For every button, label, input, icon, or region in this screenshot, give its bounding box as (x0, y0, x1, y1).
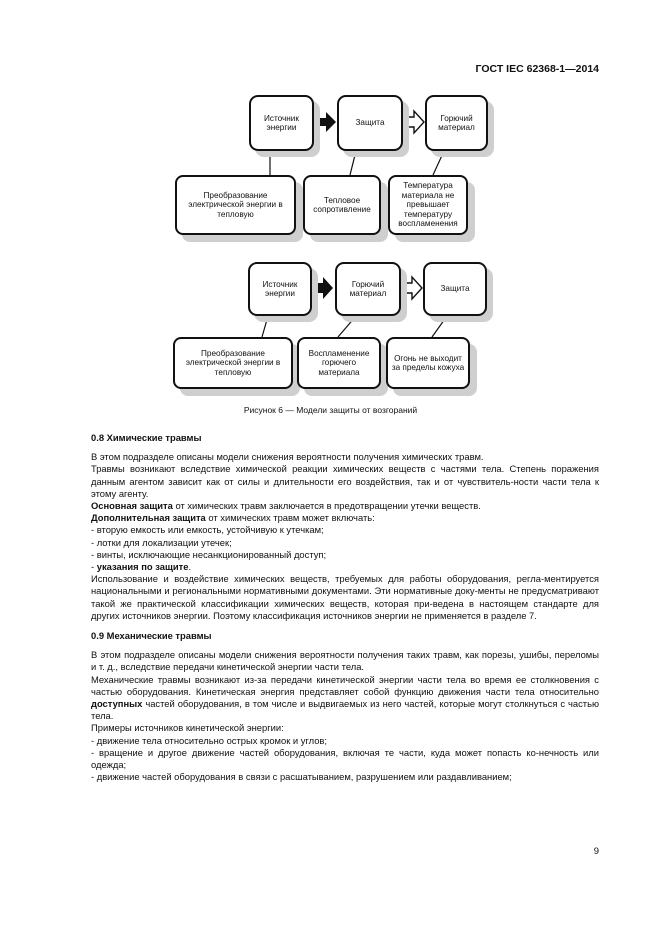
callout-conversion-bottom: Преобразование электрической энергии в т… (173, 337, 293, 389)
box-energy-source-top: Источник энергии (249, 95, 314, 151)
list-item: - лотки для локализации утечек; (91, 536, 232, 548)
paragraph: Примеры источников кинетической энергии: (91, 722, 284, 734)
page-body: 0.8 Химические травмы В этом подразделе … (91, 432, 599, 783)
callout-pointer-top-2 (349, 150, 357, 176)
list-item: - вторую емкость или емкость, устойчивую… (91, 524, 324, 536)
paragraph: Дополнительная защита от химических трав… (91, 512, 599, 524)
paragraph-text: Механические травмы возникают из-за пере… (91, 673, 599, 697)
section-title-chemical: 0.8 Химические травмы (91, 432, 202, 443)
diagram-connectors (261, 109, 448, 338)
figure-caption: Рисунок 6 — Модели защиты от возгораний (243, 405, 418, 415)
document-code: ГОСТ IEC 62368-1—2014 (475, 63, 599, 75)
bold-term: Основная защита (91, 500, 173, 512)
callout-fire-contained: Огонь не выходит за пределы кожуха (386, 337, 470, 389)
list-item: - указания по защите. (91, 561, 599, 573)
list-item: - винты, исключающие несанкционированный… (91, 548, 327, 560)
box-protection-bottom: Защита (423, 262, 487, 316)
box-protection-top: Защита (337, 95, 403, 151)
callout-thermal-resistance: Тепловое сопротивление (303, 175, 381, 235)
list-dash: - (91, 561, 97, 573)
callout-pointer-bottom-1 (261, 315, 269, 338)
paragraph: Травмы возникают вследствие химической р… (91, 463, 599, 499)
callout-temperature-limit: Температура материала не превышает темпе… (388, 175, 468, 235)
callout-pointer-bottom-2 (337, 315, 357, 338)
list-end: . (188, 561, 192, 573)
callout-ignition: Воспламенение горючего материала (297, 337, 381, 389)
callout-pointer-bottom-3 (431, 315, 448, 338)
fire-protection-diagram: Источник энергии Защита Горючий материал… (0, 0, 661, 400)
bold-term: доступных (91, 698, 143, 710)
paragraph: Основная защита от химических травм закл… (91, 500, 599, 512)
paragraph: Использование и воздействие химических в… (91, 573, 599, 621)
paragraph-text: от химических травм заключается в предот… (172, 500, 481, 512)
box-combustible-top: Горючий материал (425, 95, 488, 151)
paragraph: Механические травмы возникают из-за пере… (91, 674, 599, 723)
box-energy-source-bottom: Источник энергии (248, 262, 312, 316)
paragraph: В этом подразделе описаны модели снижени… (91, 649, 599, 673)
section-title-mechanical: 0.9 Механические травмы (91, 630, 212, 642)
arrow-hollow-bottom (401, 275, 423, 301)
callout-conversion-top: Преобразование электрической энергии в т… (175, 175, 296, 235)
bold-term: Дополнительная защита (91, 512, 206, 524)
paragraph-text: частей оборудования, в том числе и выдви… (91, 698, 599, 722)
arrow-solid-bottom (313, 277, 333, 299)
paragraph: В этом подразделе описаны модели снижени… (91, 451, 484, 463)
list-item: - движение частей оборудования в связи с… (91, 771, 512, 783)
paragraph-text: от химических травм может включать: (205, 512, 375, 524)
arrow-solid-top (316, 112, 336, 132)
page-number: 9 (593, 846, 599, 857)
list-item: - движение тела относительно острых кром… (91, 734, 328, 746)
list-item: - вращение и другое движение частей обор… (91, 746, 599, 771)
box-combustible-bottom: Горючий материал (335, 262, 401, 316)
callout-pointer-top-3 (432, 150, 445, 176)
bold-term: указания по защите (96, 561, 189, 573)
arrow-hollow-top (403, 109, 425, 135)
